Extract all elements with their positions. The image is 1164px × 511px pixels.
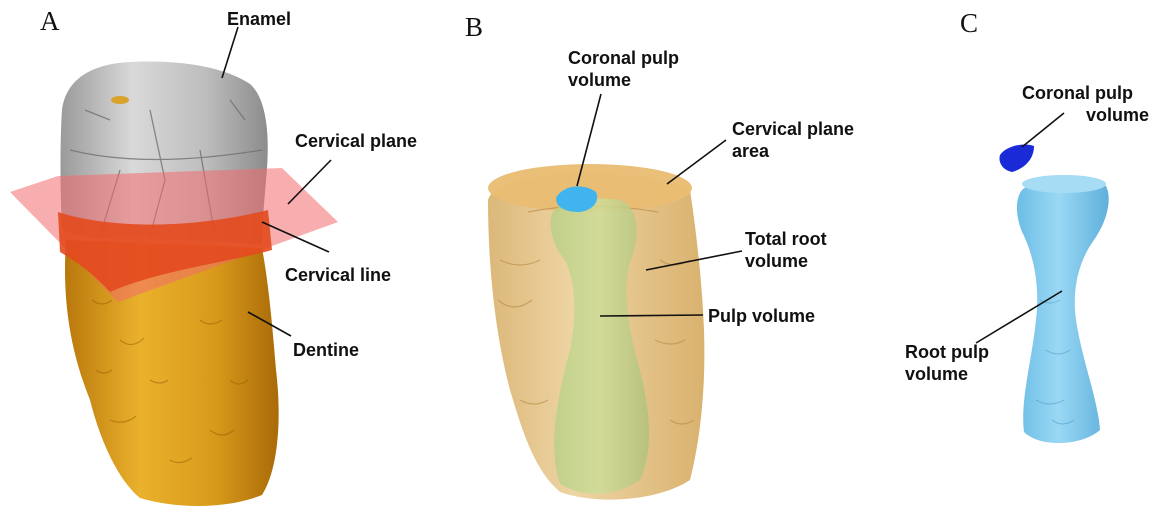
label-total-root-volume: Total root volume <box>745 228 827 272</box>
label-enamel: Enamel <box>227 8 291 30</box>
leader-enamel <box>222 27 238 78</box>
label-line: Root pulp <box>905 341 989 363</box>
label-root-pulp-volume: Root pulp volume <box>905 341 989 385</box>
label-pulp-volume: Pulp volume <box>708 305 815 327</box>
label-line: volume <box>568 69 679 91</box>
leader-cervical-plane-area <box>667 140 726 184</box>
label-line: Coronal pulp <box>1022 82 1149 104</box>
label-line: Cervical plane <box>732 118 854 140</box>
label-line: Coronal pulp <box>568 47 679 69</box>
coronal-pulp-c <box>1000 144 1035 172</box>
label-cervical-plane: Cervical plane <box>295 130 417 152</box>
panel-b-tooth <box>488 164 704 500</box>
panel-letter-a: A <box>40 8 60 35</box>
label-line: volume <box>1022 104 1149 126</box>
label-coronal-pulp-volume-c: Coronal pulp volume <box>1022 82 1149 126</box>
label-line: volume <box>905 363 989 385</box>
root-pulp-volume <box>1017 180 1109 443</box>
label-line: area <box>732 140 854 162</box>
enamel-occlusal-spot <box>111 96 129 104</box>
leader-pulp-volume <box>600 315 703 316</box>
label-line: Total root <box>745 228 827 250</box>
label-line: volume <box>745 250 827 272</box>
label-cervical-plane-area: Cervical plane area <box>732 118 854 162</box>
root-pulp-top <box>1022 175 1106 193</box>
label-coronal-pulp-volume-b: Coronal pulp volume <box>568 47 679 91</box>
panel-letter-b: B <box>465 14 483 41</box>
panel-letter-c: C <box>960 10 978 37</box>
label-dentine: Dentine <box>293 339 359 361</box>
panel-c-shapes <box>1000 144 1109 443</box>
label-cervical-line: Cervical line <box>285 264 391 286</box>
